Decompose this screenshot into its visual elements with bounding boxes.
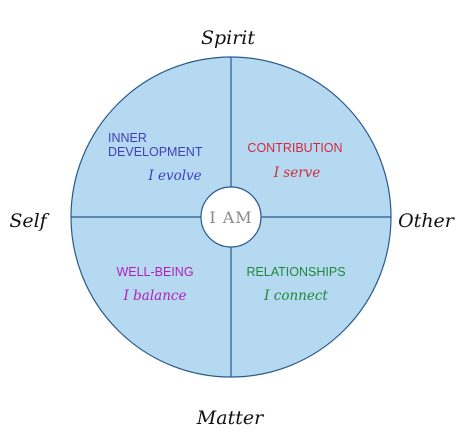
quadrant-bottom-left-subtitle: I balance — [123, 288, 187, 304]
axis-label-bottom: Matter — [196, 407, 265, 429]
center-label: I AM — [209, 208, 252, 227]
quadrant-top-right-title: CONTRIBUTION — [247, 141, 342, 155]
quadrant-bottom-left-title: WELL-BEING — [116, 265, 193, 279]
center-circle — [200, 186, 262, 248]
quadrant-top-left-title-line2: DEVELOPMENT — [108, 145, 203, 159]
axis-label-left: Self — [9, 210, 49, 232]
quadrant-top-left-title-line1: INNER — [108, 131, 147, 145]
quadrant-bottom-right-title: RELATIONSHIPS — [246, 265, 345, 279]
axis-label-top: Spirit — [201, 27, 255, 49]
quadrant-bottom-right-subtitle: I connect — [263, 288, 328, 304]
quadrant-top-left-subtitle: I evolve — [147, 168, 201, 184]
axis-label-right: Other — [398, 210, 456, 232]
quadrant-top-right-subtitle: I serve — [273, 165, 321, 181]
